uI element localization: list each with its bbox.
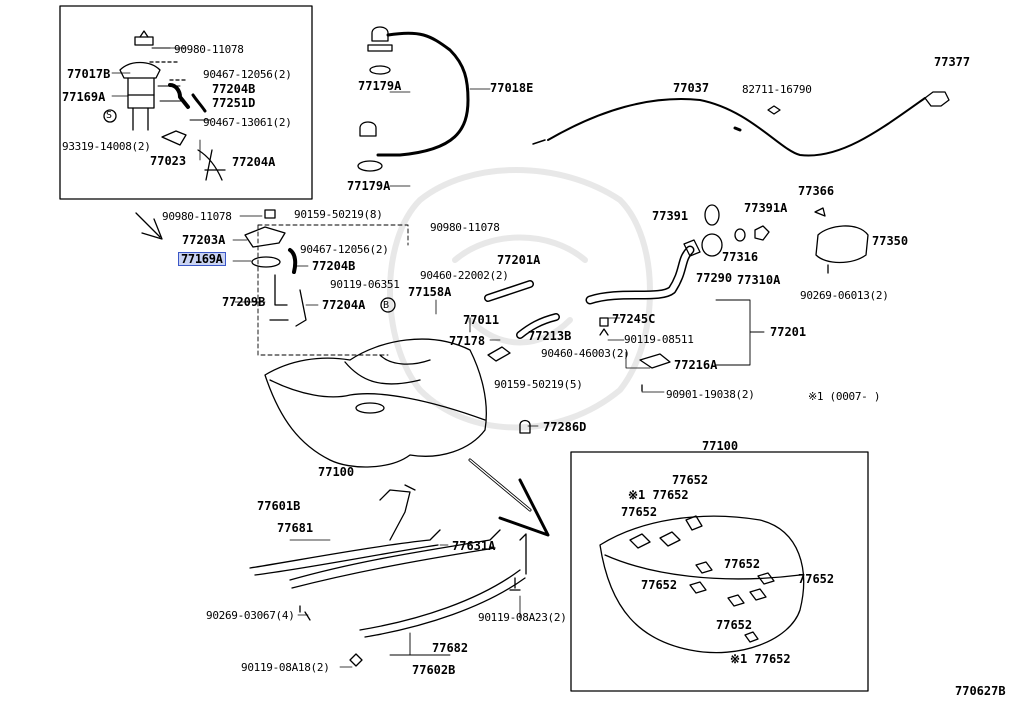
label-90467-13061-2[interactable]: 90467-13061(2) bbox=[203, 116, 292, 129]
label-77652-8[interactable]: ※1 77652 bbox=[730, 652, 791, 666]
label-77169A-top[interactable]: 77169A bbox=[62, 90, 106, 104]
tank-insulator-drawing bbox=[599, 515, 805, 654]
label-77011[interactable]: 77011 bbox=[463, 313, 500, 327]
pump-detail-inset bbox=[59, 5, 313, 200]
label-77023[interactable]: 77023 bbox=[150, 154, 187, 168]
leader-77201 bbox=[715, 299, 765, 366]
label-77100-a[interactable]: 77100 bbox=[318, 465, 355, 479]
label-90460-46003-2[interactable]: 90460-46003(2) bbox=[541, 347, 630, 360]
label-90269-06013-2[interactable]: 90269-06013(2) bbox=[800, 289, 889, 302]
sender-unit-dashed-outline bbox=[257, 224, 409, 356]
label-77631A[interactable]: 77631A bbox=[452, 539, 496, 553]
label-77017B[interactable]: 77017B bbox=[67, 67, 111, 81]
label-90119-08A18-2[interactable]: 90119-08A18(2) bbox=[241, 661, 330, 674]
label-90467-12056-2-top[interactable]: 90467-12056(2) bbox=[203, 68, 292, 81]
label-77602B[interactable]: 77602B bbox=[412, 663, 456, 677]
leader-77602B bbox=[389, 632, 451, 656]
label-77366[interactable]: 77366 bbox=[798, 184, 835, 198]
label-77290[interactable]: 77290 bbox=[696, 271, 733, 285]
label-77209B[interactable]: 77209B bbox=[222, 295, 266, 309]
label-77652-1[interactable]: 77652 bbox=[672, 473, 709, 487]
label-90980-11078-b[interactable]: 90980-11078 bbox=[430, 221, 500, 234]
label-77018E[interactable]: 77018E bbox=[490, 81, 534, 95]
label-77681[interactable]: 77681 bbox=[277, 521, 314, 535]
label-90460-22002-2[interactable]: 90460-22002(2) bbox=[420, 269, 509, 282]
label-93319-14008-2[interactable]: 93319-14008(2) bbox=[62, 140, 151, 153]
label-77310A[interactable]: 77310A bbox=[737, 273, 781, 287]
label-77178[interactable]: 77178 bbox=[449, 334, 486, 348]
label-90159-50219-8[interactable]: 90159-50219(8) bbox=[294, 208, 383, 221]
label-77204A[interactable]: 77204A bbox=[322, 298, 366, 312]
label-77286D[interactable]: 77286D bbox=[543, 420, 587, 434]
sender-unit-drawing bbox=[244, 209, 396, 327]
label-77652-7[interactable]: 77652 bbox=[716, 618, 753, 632]
marker-b: B bbox=[383, 300, 389, 311]
label-90980-11078-top[interactable]: 90980-11078 bbox=[174, 43, 244, 56]
inset-pointer-arrow bbox=[135, 212, 163, 240]
label-77204A-top[interactable]: 77204A bbox=[232, 155, 276, 169]
label-77204B-top[interactable]: 77204B bbox=[212, 82, 256, 96]
label-77652-2[interactable]: ※1 77652 bbox=[628, 488, 689, 502]
breather-hose-drawing bbox=[357, 26, 470, 172]
label-90269-03067-4[interactable]: 90269-03067(4) bbox=[206, 609, 295, 622]
label-77652-5[interactable]: 77652 bbox=[798, 572, 835, 586]
label-77203A[interactable]: 77203A bbox=[182, 233, 226, 247]
tank-straps-drawing bbox=[249, 484, 527, 667]
marker-s: S bbox=[106, 110, 112, 121]
label-77179A-1[interactable]: 77179A bbox=[358, 79, 402, 93]
filler-pipe-drawing bbox=[484, 204, 869, 434]
label-77316[interactable]: 77316 bbox=[722, 250, 759, 264]
label-77201A[interactable]: 77201A bbox=[497, 253, 541, 267]
label-77245C[interactable]: 77245C bbox=[612, 312, 656, 326]
label-77652-4[interactable]: 77652 bbox=[724, 557, 761, 571]
label-77201[interactable]: 77201 bbox=[770, 325, 807, 339]
fuel-pump-assembly-inset-drawing bbox=[103, 30, 226, 181]
label-77158A[interactable]: 77158A bbox=[408, 285, 452, 299]
label-77350[interactable]: 77350 bbox=[872, 234, 909, 248]
label-82711-16790[interactable]: 82711-16790 bbox=[742, 83, 812, 96]
label-90980-11078-a[interactable]: 90980-11078 bbox=[162, 210, 232, 223]
label-77652-3[interactable]: 77652 bbox=[621, 505, 658, 519]
leader-lines bbox=[111, 47, 665, 668]
illustration-code: 770627B bbox=[955, 684, 1006, 698]
label-90119-06351[interactable]: 90119-06351 bbox=[330, 278, 400, 291]
label-77391A[interactable]: 77391A bbox=[744, 201, 788, 215]
label-77179A-2[interactable]: 77179A bbox=[347, 179, 391, 193]
tank-detail-inset bbox=[570, 451, 869, 692]
label-77216A[interactable]: 77216A bbox=[674, 358, 718, 372]
label-77601B[interactable]: 77601B bbox=[257, 499, 301, 513]
label-77213B[interactable]: 77213B bbox=[528, 329, 572, 343]
label-77204B[interactable]: 77204B bbox=[312, 259, 356, 273]
label-77251D[interactable]: 77251D bbox=[212, 96, 256, 110]
fuel-lid-cable-drawing bbox=[532, 91, 950, 157]
label-90119-08A23-2[interactable]: 90119-08A23(2) bbox=[478, 611, 567, 624]
effective-date-note: ※1 (0007- ) bbox=[808, 390, 881, 403]
tank-detail-arrow bbox=[468, 458, 550, 537]
label-77169A-selected[interactable]: 77169A bbox=[178, 252, 226, 266]
label-77377[interactable]: 77377 bbox=[934, 55, 971, 69]
label-90119-08511[interactable]: 90119-08511 bbox=[624, 333, 694, 346]
watermark-logo bbox=[387, 167, 653, 431]
label-77100-b[interactable]: 77100 bbox=[702, 439, 739, 453]
label-77391[interactable]: 77391 bbox=[652, 209, 689, 223]
label-90159-50219-5[interactable]: 90159-50219(5) bbox=[494, 378, 583, 391]
label-77037[interactable]: 77037 bbox=[673, 81, 710, 95]
label-90901-19038-2[interactable]: 90901-19038(2) bbox=[666, 388, 755, 401]
label-77682[interactable]: 77682 bbox=[432, 641, 469, 655]
label-77652-6[interactable]: 77652 bbox=[641, 578, 678, 592]
label-90467-12056-2[interactable]: 90467-12056(2) bbox=[300, 243, 389, 256]
fuel-tank-drawing bbox=[264, 338, 487, 468]
